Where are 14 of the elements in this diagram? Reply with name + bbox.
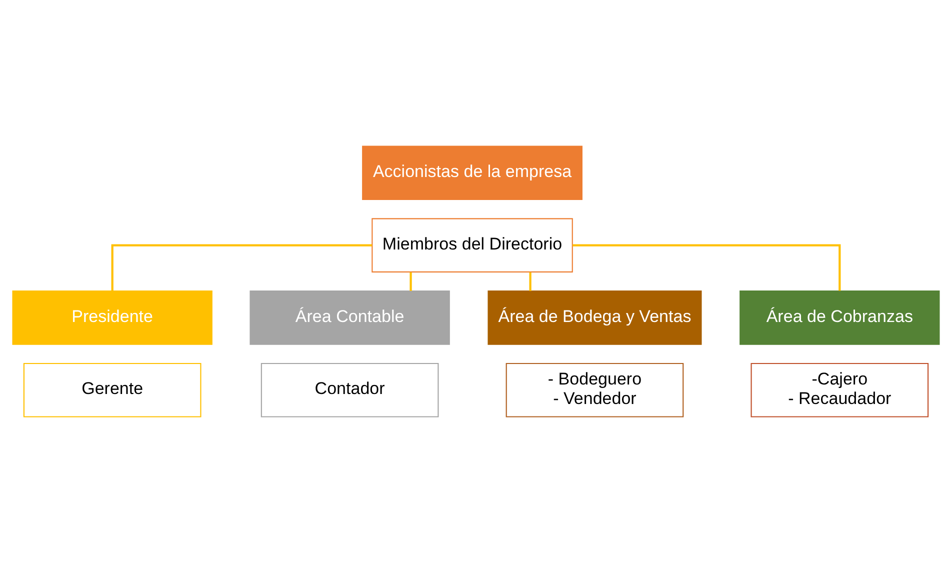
node-box: Presidente: [12, 290, 212, 345]
node-box: Contador: [260, 362, 439, 418]
node-box: -Cajero - Recaudador: [750, 362, 929, 418]
connector: [529, 272, 532, 291]
node-box: Área de Bodega y Ventas: [488, 290, 702, 345]
connector: [410, 272, 412, 291]
connector: [111, 244, 372, 291]
node-box: Miembros del Directorio: [372, 218, 573, 272]
node-box: - Bodeguero - Vendedor: [506, 362, 684, 418]
node-box: Accionistas de la empresa: [362, 146, 582, 200]
node-box: Área de Cobranzas: [740, 290, 940, 345]
node-box: Área Contable: [250, 290, 450, 345]
connector: [572, 244, 841, 291]
node-box: Gerente: [23, 362, 202, 418]
